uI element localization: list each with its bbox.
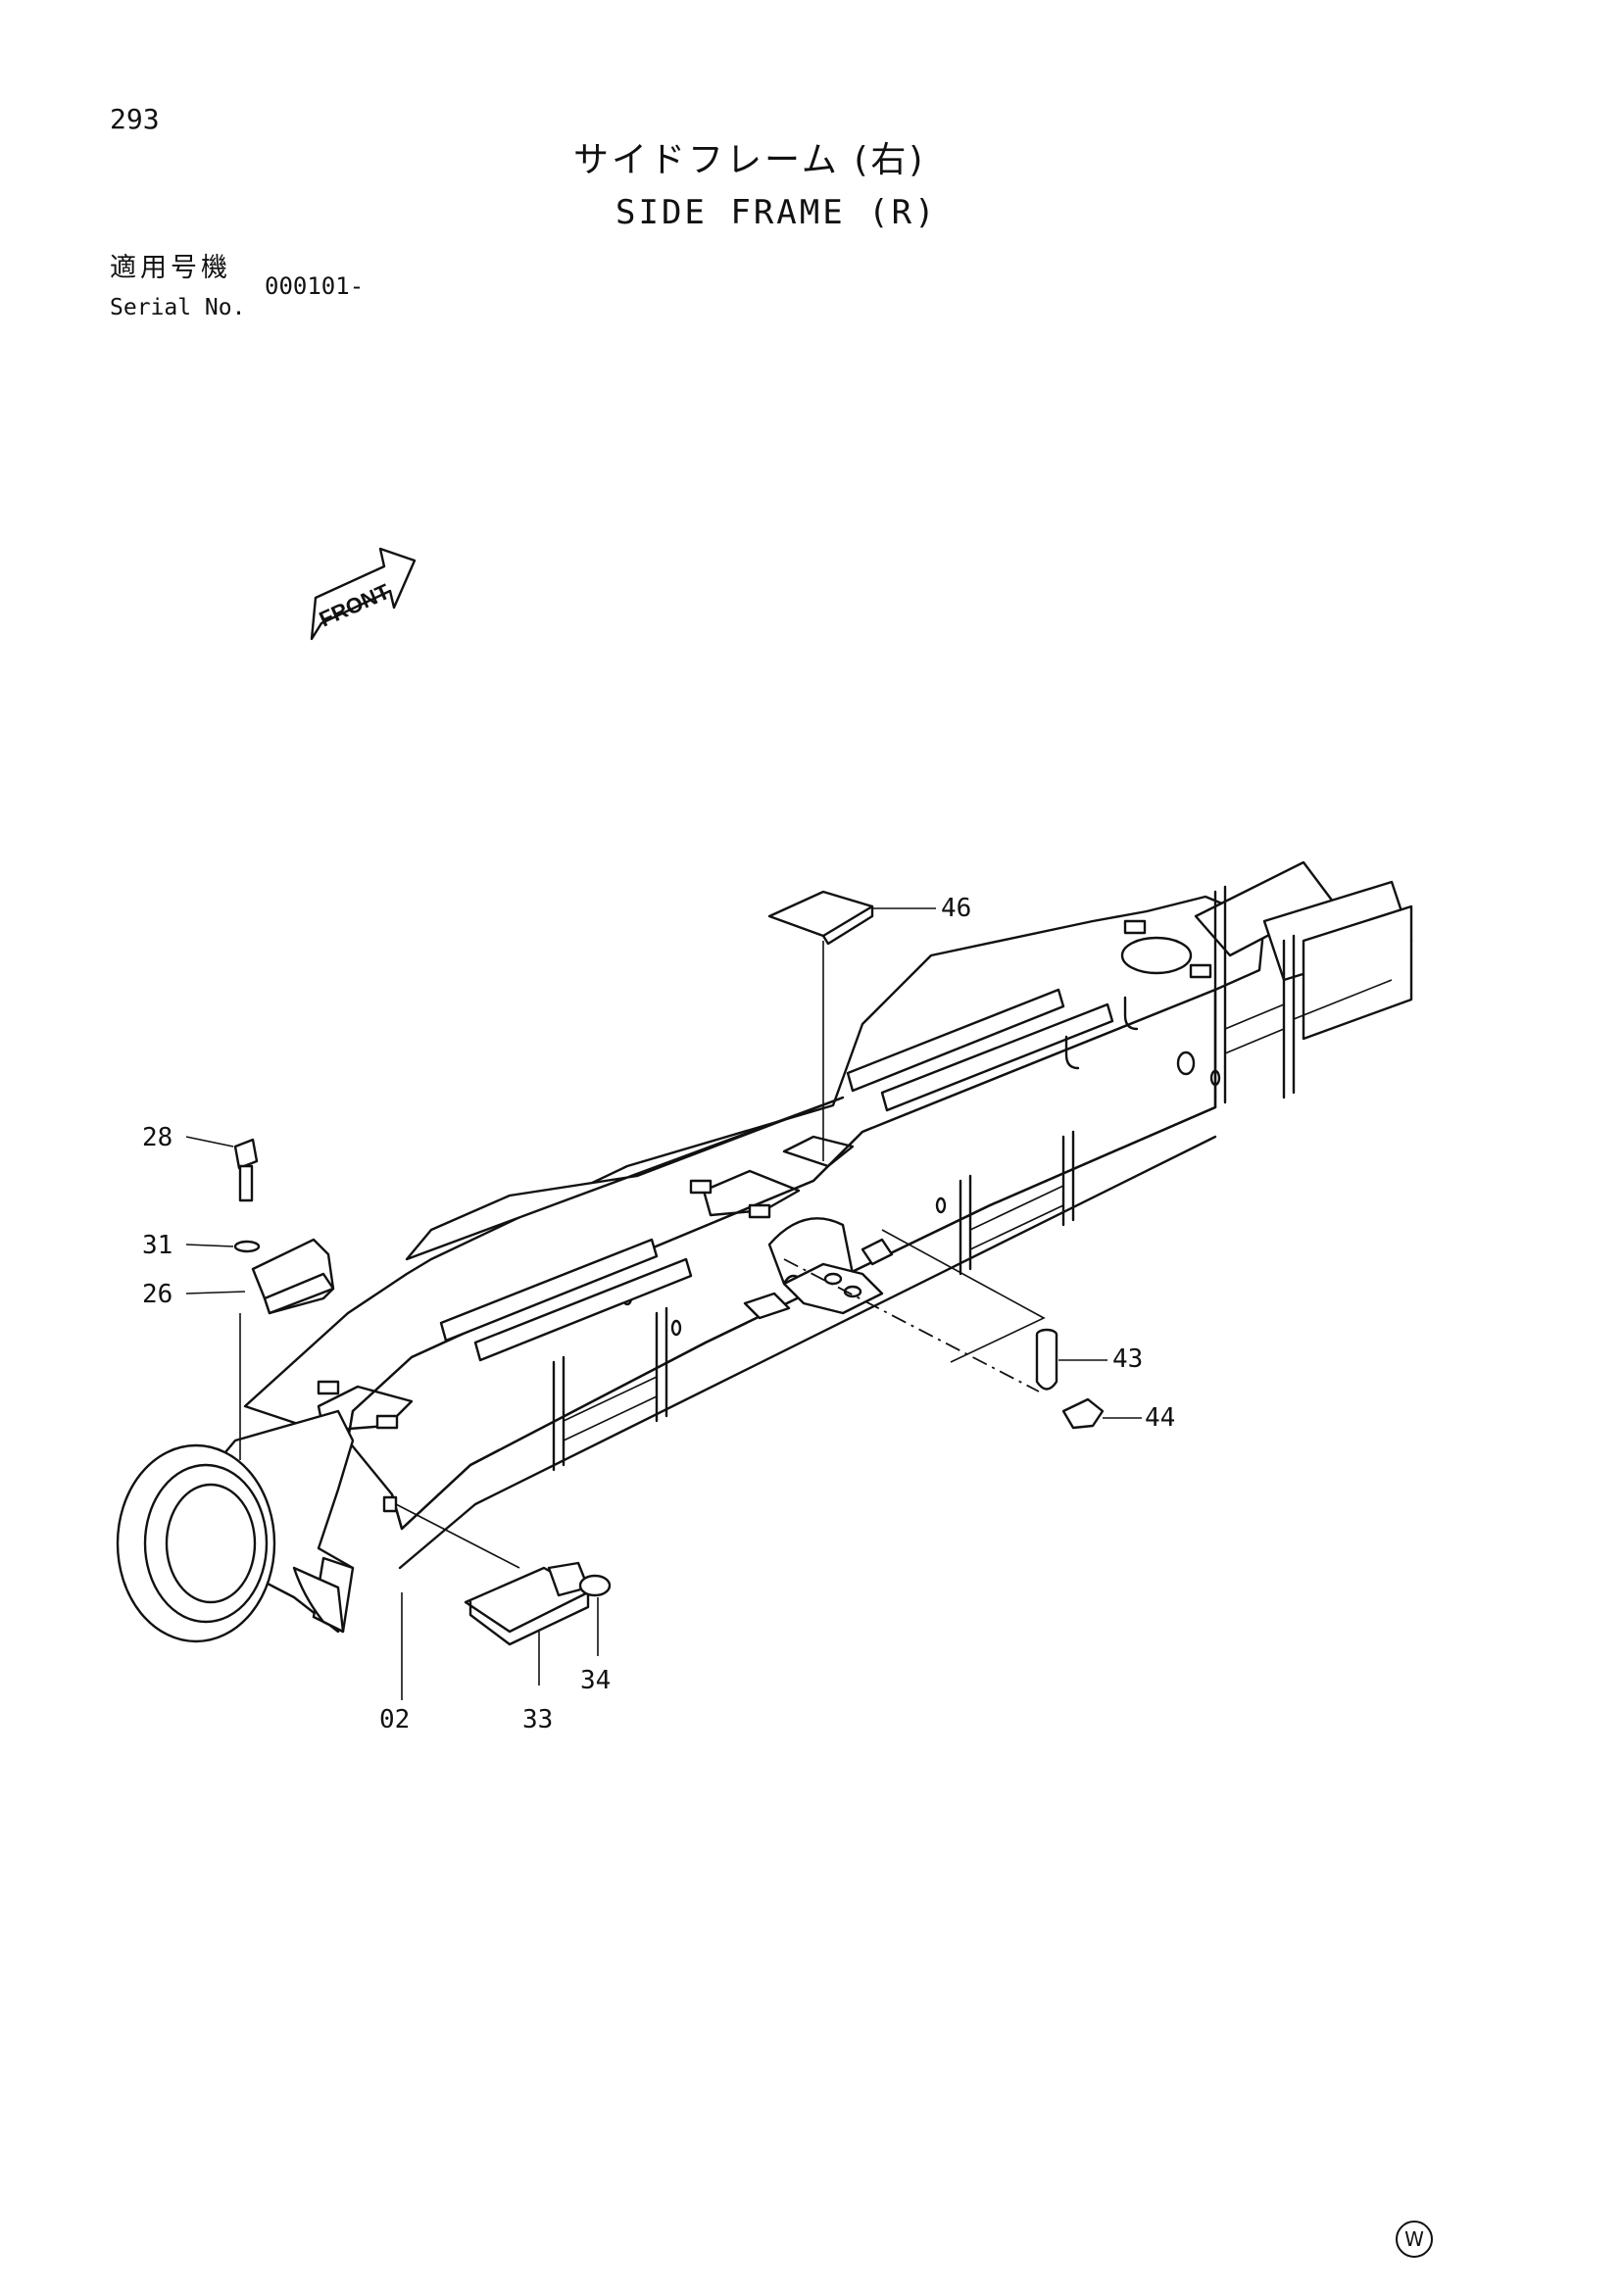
watermark-symbol: W	[1396, 2221, 1433, 2258]
callout-33: 33	[522, 1705, 554, 1734]
serial-number-value: 000101-	[265, 272, 365, 300]
front-direction-arrow: FRONT	[310, 547, 417, 641]
callout-34: 34	[580, 1666, 612, 1695]
parts-43-44-pin-and-lock	[783, 1229, 1142, 1430]
page-title-japanese: サイドフレーム (右)	[573, 140, 926, 180]
callout-43: 43	[1112, 1344, 1144, 1374]
callout-31: 31	[142, 1231, 173, 1260]
part-46-cover-plate	[767, 890, 936, 1161]
callout-28: 28	[142, 1123, 173, 1152]
callout-44: 44	[1145, 1403, 1176, 1433]
side-frame-body	[116, 860, 1413, 1643]
serial-label-english: Serial No.	[110, 295, 246, 320]
page-number: 293	[110, 103, 160, 135]
serial-label-japanese: 適用号機	[110, 253, 231, 283]
parts-33-34-step-and-bolt	[382, 1495, 612, 1700]
parts-28-31-26-bolt-assembly	[185, 1136, 335, 1460]
callout-26: 26	[142, 1280, 173, 1309]
page-title-english: SIDE FRAME (R)	[615, 193, 938, 232]
callout-46: 46	[941, 894, 972, 923]
callout-02: 02	[379, 1705, 411, 1734]
